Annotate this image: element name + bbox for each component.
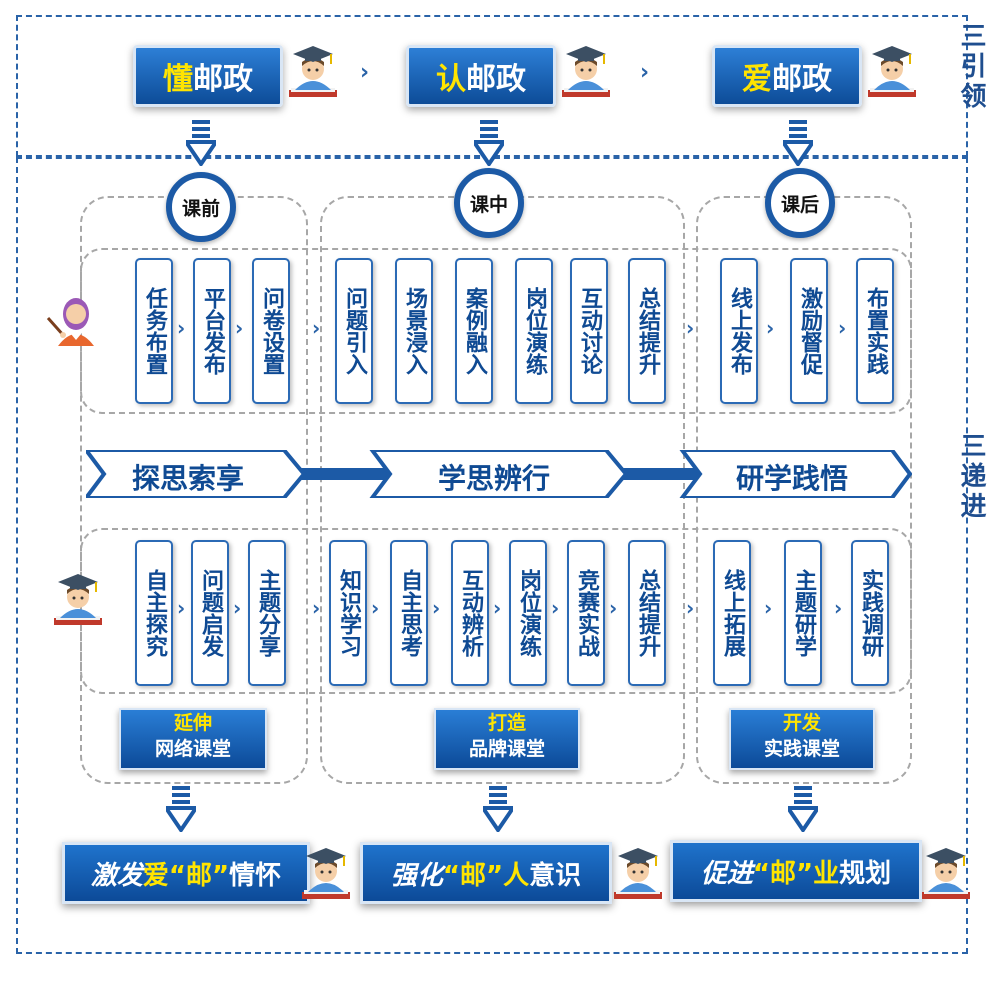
- graduate-icon: [866, 42, 918, 100]
- teacher-step: 布置实践: [856, 258, 894, 404]
- teacher-step: 互动讨论: [570, 258, 608, 404]
- student-step: 互动辨析: [451, 540, 489, 686]
- student-step: 知识学习: [329, 540, 367, 686]
- outcome-box-inspire: 激发爱“邮”情怀: [62, 842, 310, 904]
- down-arrow-icon: [783, 120, 813, 166]
- teacher-step: 任务布置: [135, 258, 173, 404]
- down-arrow-icon: [186, 120, 216, 166]
- chevron-right-icon: ›: [838, 316, 847, 340]
- teacher-step: 问卷设置: [252, 258, 290, 404]
- phase-post-class: 课后: [765, 168, 835, 238]
- chevron-right-icon: ›: [551, 596, 560, 620]
- chevron-right-icon: ›: [371, 596, 380, 620]
- teacher-step: 激励督促: [790, 258, 828, 404]
- student-step: 主题分享: [248, 540, 286, 686]
- chevron-right-icon: ›: [177, 316, 186, 340]
- chevron-right-icon: ›: [764, 596, 773, 620]
- chevron-right-icon: ›: [640, 60, 650, 85]
- student-step: 总结提升: [628, 540, 666, 686]
- teacher-step: 问题引入: [335, 258, 373, 404]
- down-arrow-icon: [788, 786, 818, 832]
- student-step: 岗位演练: [509, 540, 547, 686]
- student-step: 竞赛实战: [567, 540, 605, 686]
- chevron-right-icon: ›: [609, 596, 618, 620]
- teacher-step: 场景浸入: [395, 258, 433, 404]
- student-step: 自主探究: [135, 540, 173, 686]
- student-step: 自主思考: [390, 540, 428, 686]
- graduate-icon: [300, 844, 352, 902]
- chevron-right-icon: ›: [233, 596, 242, 620]
- teacher-step: 平台发布: [193, 258, 231, 404]
- chevron-right-icon: ›: [360, 60, 370, 85]
- lead-box-recognize: 认邮政: [406, 45, 556, 107]
- class-box-network: 延伸网络课堂: [119, 708, 267, 770]
- band-label: 探思索享: [132, 462, 245, 495]
- graduate-icon: [920, 844, 972, 902]
- chevron-right-icon: ›: [312, 596, 321, 620]
- phase-in-class: 课中: [454, 168, 524, 238]
- class-box-practice: 开发实践课堂: [729, 708, 875, 770]
- teacher-step: 线上发布: [720, 258, 758, 404]
- side-label-three-lead: 三引领: [956, 22, 986, 112]
- band-label: 学思辨行: [438, 462, 551, 495]
- lead-box-understand: 懂邮政: [133, 45, 283, 107]
- side-label-three-progress: 三递进: [956, 432, 986, 522]
- chevron-right-icon: ›: [432, 596, 441, 620]
- teacher-icon: [46, 288, 106, 348]
- chevron-right-icon: ›: [686, 596, 695, 620]
- phase-pre-class: 课前: [166, 172, 236, 242]
- chevron-right-icon: ›: [766, 316, 775, 340]
- graduate-icon: [287, 42, 339, 100]
- progression-band: [86, 450, 912, 498]
- down-arrow-icon: [474, 120, 504, 166]
- lead-box-love: 爱邮政: [712, 45, 862, 107]
- down-arrow-icon: [483, 786, 513, 832]
- graduate-icon: [52, 570, 104, 628]
- down-arrow-icon: [166, 786, 196, 832]
- student-step: 问题启发: [191, 540, 229, 686]
- teacher-step: 案例融入: [455, 258, 493, 404]
- class-box-brand: 打造品牌课堂: [434, 708, 580, 770]
- outcome-box-strengthen: 强化“邮”人意识: [360, 842, 612, 904]
- student-step: 主题研学: [784, 540, 822, 686]
- teacher-step: 总结提升: [628, 258, 666, 404]
- chevron-right-icon: ›: [686, 316, 695, 340]
- chevron-right-icon: ›: [235, 316, 244, 340]
- chevron-right-icon: ›: [312, 316, 321, 340]
- outcome-box-promote: 促进“邮”业规划: [670, 840, 922, 902]
- graduate-icon: [612, 844, 664, 902]
- teacher-step: 岗位演练: [515, 258, 553, 404]
- student-step: 线上拓展: [713, 540, 751, 686]
- graduate-icon: [560, 42, 612, 100]
- chevron-right-icon: ›: [493, 596, 502, 620]
- chevron-right-icon: ›: [834, 596, 843, 620]
- band-label: 研学践悟: [736, 462, 849, 495]
- chevron-right-icon: ›: [177, 596, 186, 620]
- student-step: 实践调研: [851, 540, 889, 686]
